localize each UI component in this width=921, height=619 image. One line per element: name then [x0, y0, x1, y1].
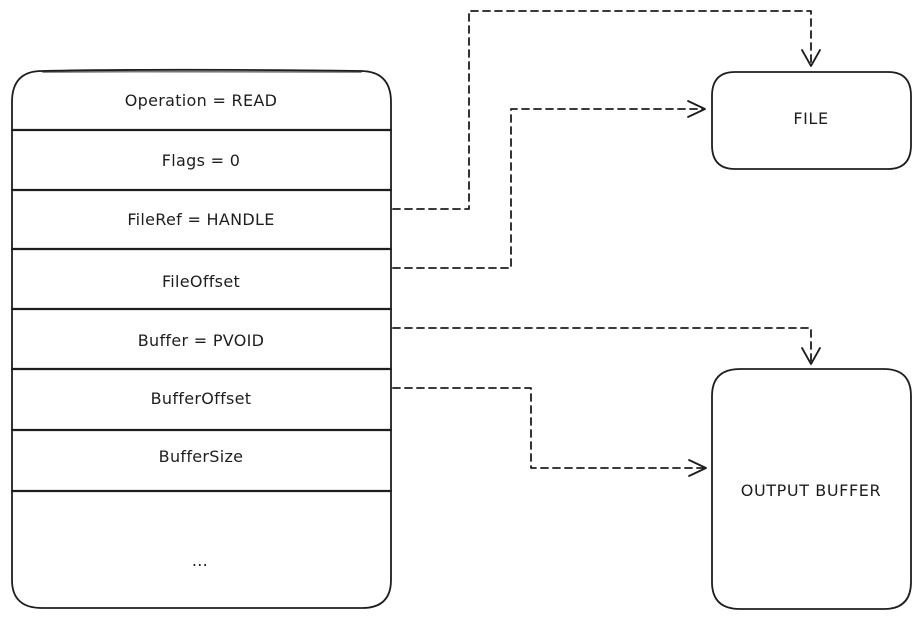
output-buffer-label: OUTPUT BUFFER [741, 481, 881, 500]
struct-box [11, 68, 392, 609]
field-ellipsis: ... [192, 551, 208, 570]
output-buffer-box: OUTPUT BUFFER [711, 368, 912, 610]
field-fileref: FileRef = HANDLE [127, 210, 274, 229]
arrow-buffer-to-output [392, 327, 821, 365]
field-buffersize: BufferSize [159, 447, 244, 466]
field-bufferoffset: BufferOffset [151, 389, 252, 408]
field-buffer: Buffer = PVOID [138, 331, 265, 350]
file-box: FILE [711, 71, 912, 170]
arrow-bufferoffset-to-output [392, 387, 707, 477]
arrow-fileref-to-file [392, 10, 821, 210]
struct-fields: Operation = READ Flags = 0 FileRef = HAN… [125, 91, 278, 570]
arrow-fileoffset-to-file [392, 100, 706, 269]
file-label: FILE [793, 109, 828, 128]
field-dividers [10, 128, 393, 493]
field-fileoffset: FileOffset [162, 272, 240, 291]
field-operation: Operation = READ [125, 91, 278, 110]
field-flags: Flags = 0 [162, 151, 240, 170]
